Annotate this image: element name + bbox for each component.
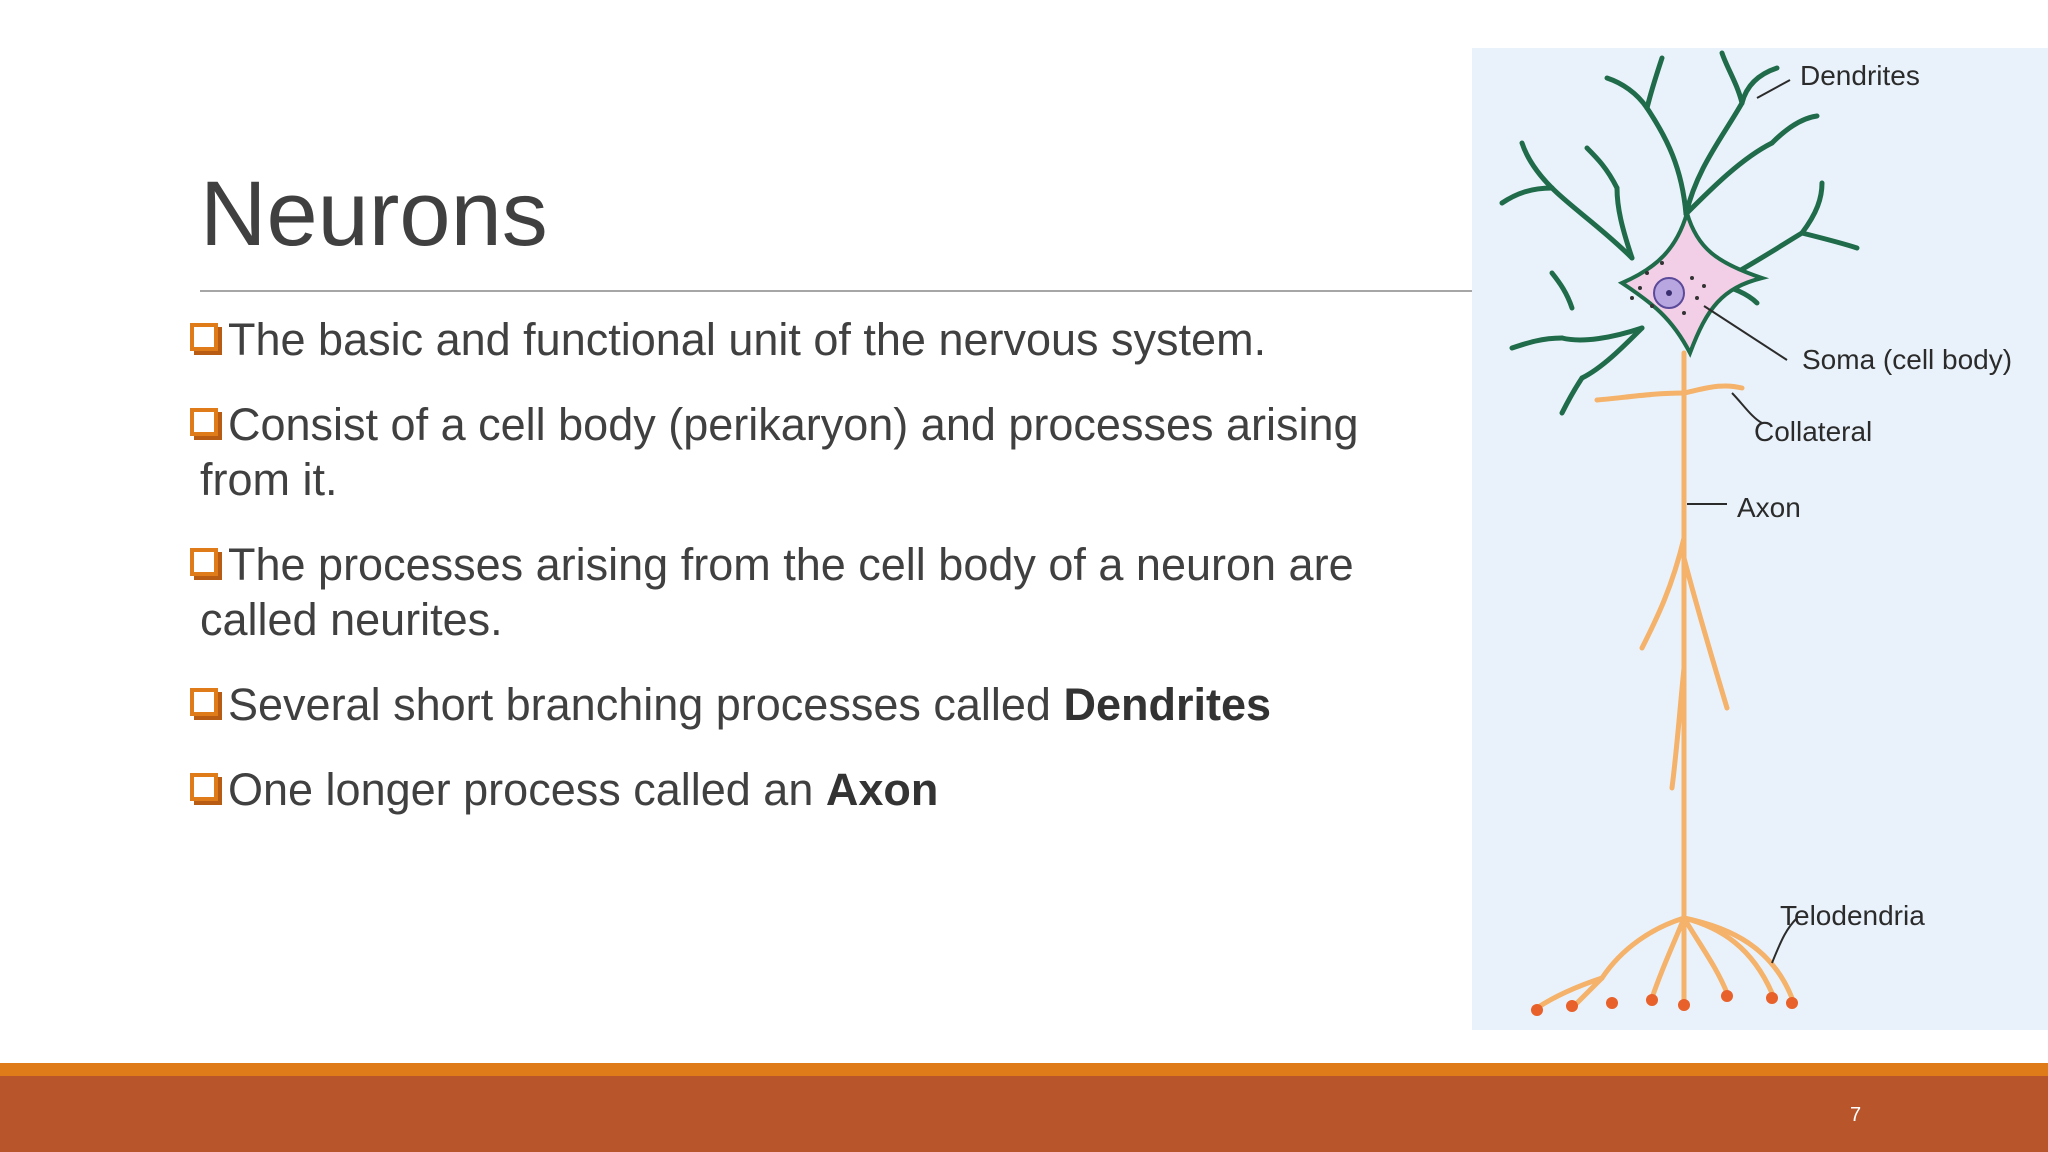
soma-drawing <box>1617 205 1770 358</box>
bullet-list: The basic and functional unit of the ner… <box>188 312 1428 847</box>
checkbox-bullet-icon <box>190 688 218 716</box>
label-telodendria: Telodendria <box>1780 900 1925 931</box>
checkbox-bullet-icon <box>190 548 218 576</box>
page-number: 7 <box>1850 1104 1862 1126</box>
footer-accent-stripe <box>0 1063 2048 1076</box>
bullet-text-continuation: called neurites. <box>200 594 503 645</box>
label-dendrites: Dendrites <box>1800 60 1920 91</box>
neuron-illustration <box>1499 50 1860 1016</box>
label-leader-lines <box>1687 79 1798 964</box>
footer-bar <box>0 1076 2048 1152</box>
checkbox-bullet-icon <box>190 408 218 436</box>
bullet-item: Several short branching processes called… <box>188 677 1428 732</box>
label-soma: Soma (cell body) <box>1802 344 2013 375</box>
neuron-diagram: Dendrites Soma (cell body) Collateral Ax… <box>1472 48 2048 1030</box>
checkbox-bullet-icon <box>190 773 218 801</box>
bullet-item: One longer process called an Axon <box>188 762 1428 817</box>
bullet-text: The processes arising from the cell body… <box>228 539 1354 590</box>
bullet-text: Several short branching processes called <box>228 679 1064 730</box>
bullet-item: Consist of a cell body (perikaryon) and … <box>188 397 1428 507</box>
bullet-text-continuation: from it. <box>200 454 338 505</box>
nissl-granules <box>1630 261 1706 315</box>
bullet-bold-term: Axon <box>825 764 939 815</box>
bullet-item: The basic and functional unit of the ner… <box>188 312 1428 367</box>
checkbox-bullet-icon <box>190 323 218 351</box>
bullet-text: One longer process called an <box>228 764 826 815</box>
bullet-item: The processes arising from the cell body… <box>188 537 1428 647</box>
bullet-bold-term: Dendrites <box>1063 679 1272 730</box>
axon-drawing <box>1534 350 1795 1011</box>
axon-terminals <box>1531 990 1798 1016</box>
bullet-text: Consist of a cell body (perikaryon) and … <box>228 399 1359 450</box>
title-underline <box>200 290 1472 292</box>
label-collateral: Collateral <box>1754 416 1873 447</box>
slide-title: Neurons <box>200 163 548 265</box>
bullet-text: The basic and functional unit of the ner… <box>228 314 1267 365</box>
label-axon: Axon <box>1737 492 1801 523</box>
